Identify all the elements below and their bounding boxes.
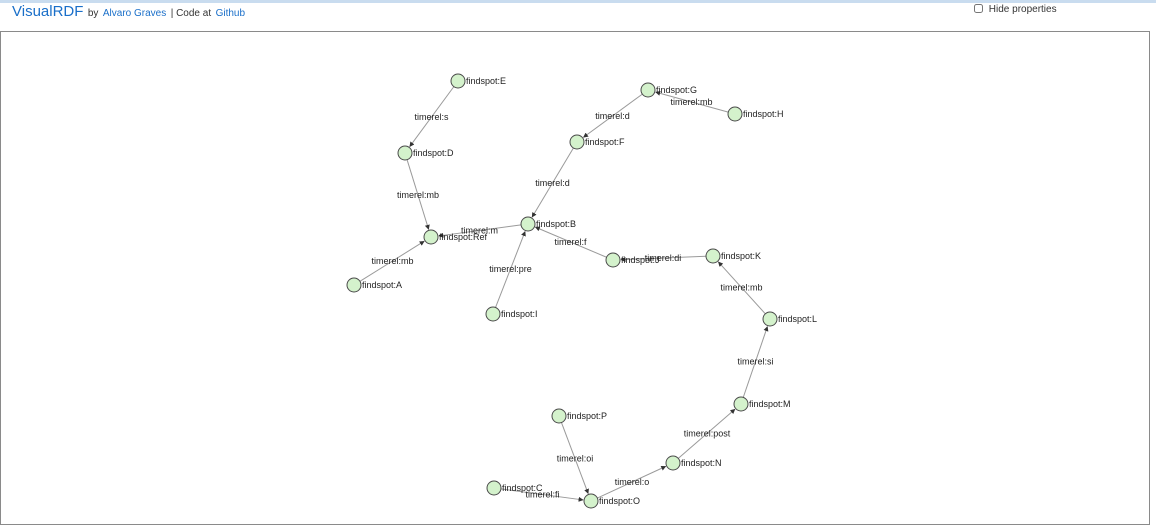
node-label: findspot:H	[743, 109, 784, 119]
graph-canvas[interactable]: timerel:s timerel:mb timerel:mb timerel:m ti…	[0, 31, 1150, 525]
edge-I-B	[495, 230, 526, 308]
edge-B-Ref	[438, 224, 522, 238]
edge-label: timerel:pre	[489, 264, 532, 274]
code-at-text: | Code at	[170, 8, 212, 19]
node-circle[interactable]	[583, 493, 599, 509]
edge-label: timerel:mb	[720, 283, 762, 293]
node-e[interactable]: findspot:E	[450, 73, 506, 89]
node-b[interactable]: findspot:B	[520, 216, 576, 232]
edge-label: timerel:s	[414, 112, 449, 122]
node-label: findspot:N	[681, 458, 722, 468]
node-circle[interactable]	[551, 408, 567, 424]
node-label: findspot:A	[362, 280, 402, 290]
node-circle[interactable]	[423, 229, 439, 245]
hide-properties-label: Hide properties	[988, 4, 1057, 15]
node-circle[interactable]	[605, 252, 621, 268]
node-circle[interactable]	[520, 216, 536, 232]
node-n[interactable]: findspot:N	[665, 455, 722, 471]
node-label: findspot:G	[656, 85, 697, 95]
node-p[interactable]: findspot:P	[551, 408, 607, 424]
edge-label: timerel:mb	[670, 97, 712, 107]
by-text: by	[87, 8, 99, 19]
page-header: VisualRDF by Alvaro Graves | Code at Git…	[12, 3, 245, 25]
edge-label: timerel:mb	[371, 256, 413, 266]
edge-L-K	[717, 261, 766, 315]
nodes-layer: findspot:E findspot:D findspot:Ref findspot…	[346, 73, 817, 509]
edge-label: timerel:f	[554, 237, 587, 247]
edge-E-D	[409, 86, 455, 147]
node-label: findspot:K	[721, 251, 761, 261]
node-circle[interactable]	[705, 248, 721, 264]
node-i[interactable]: findspot:I	[485, 306, 538, 322]
node-label: findspot:B	[536, 219, 576, 229]
node-ref[interactable]: findspot:Ref	[423, 229, 488, 245]
edge-label: timerel:d	[595, 111, 630, 121]
node-label: findspot:Ref	[439, 232, 488, 242]
node-j[interactable]: findspot:J	[605, 252, 660, 268]
node-label: findspot:E	[466, 76, 506, 86]
node-label: findspot:C	[502, 483, 543, 493]
edge-label: timerel:fi	[525, 490, 559, 500]
node-label: findspot:D	[413, 148, 454, 158]
edge-A-Ref	[359, 240, 425, 282]
edge-N-M	[677, 408, 736, 459]
node-circle[interactable]	[485, 306, 501, 322]
node-label: findspot:J	[621, 255, 660, 265]
edge-K-J	[620, 255, 707, 262]
node-label: findspot:O	[599, 496, 640, 506]
edge-label: timerel:di	[645, 253, 682, 263]
edge-F-B	[531, 147, 574, 218]
node-circle[interactable]	[346, 277, 362, 293]
node-l[interactable]: findspot:L	[762, 311, 817, 327]
node-circle[interactable]	[397, 145, 413, 161]
hide-properties-checkbox[interactable]	[974, 4, 983, 13]
edge-label: timerel:d	[535, 178, 570, 188]
node-label: findspot:L	[778, 314, 817, 324]
edge-G-F	[583, 93, 643, 138]
node-label: findspot:I	[501, 309, 538, 319]
edge-D-Ref	[406, 159, 430, 230]
node-label: findspot:P	[567, 411, 607, 421]
node-m[interactable]: findspot:M	[733, 396, 791, 412]
edge-label: timerel:mb	[397, 190, 439, 200]
graph-svg[interactable]: timerel:s timerel:mb timerel:mb timerel:m ti…	[1, 32, 1149, 524]
github-link[interactable]: Github	[215, 8, 246, 19]
edge-P-O	[560, 422, 589, 494]
top-accent-bar	[0, 0, 1156, 3]
edge-label: timerel:si	[737, 357, 773, 367]
node-c[interactable]: findspot:C	[486, 480, 543, 496]
node-label: findspot:M	[749, 399, 791, 409]
edge-label: timerel:o	[615, 477, 650, 487]
node-a[interactable]: findspot:A	[346, 277, 402, 293]
edge-label: timerel:oi	[557, 454, 594, 464]
edge-M-L	[742, 326, 769, 398]
node-circle[interactable]	[665, 455, 681, 471]
edge-label: timerel:m	[461, 226, 498, 236]
node-f[interactable]: findspot:F	[569, 134, 625, 150]
node-h[interactable]: findspot:H	[727, 106, 784, 122]
edge-C-O	[500, 488, 584, 502]
node-circle[interactable]	[762, 311, 778, 327]
node-k[interactable]: findspot:K	[705, 248, 761, 264]
node-circle[interactable]	[733, 396, 749, 412]
edge-J-B	[534, 226, 607, 258]
edges-layer: timerel:s timerel:mb timerel:mb timerel:m ti…	[359, 86, 774, 502]
edge-O-N	[597, 465, 667, 499]
hide-properties-toggle[interactable]: Hide properties	[974, 4, 1057, 15]
app-title-link[interactable]: VisualRDF	[12, 3, 84, 20]
edge-H-G	[655, 90, 729, 113]
node-o[interactable]: findspot:O	[583, 493, 640, 509]
node-circle[interactable]	[640, 82, 656, 98]
node-circle[interactable]	[450, 73, 466, 89]
node-circle[interactable]	[486, 480, 502, 496]
edge-label: timerel:post	[684, 429, 731, 439]
node-circle[interactable]	[727, 106, 743, 122]
node-d[interactable]: findspot:D	[397, 145, 454, 161]
author-link[interactable]: Alvaro Graves	[102, 8, 167, 19]
node-circle[interactable]	[569, 134, 585, 150]
node-g[interactable]: findspot:G	[640, 82, 697, 98]
node-label: findspot:F	[585, 137, 625, 147]
